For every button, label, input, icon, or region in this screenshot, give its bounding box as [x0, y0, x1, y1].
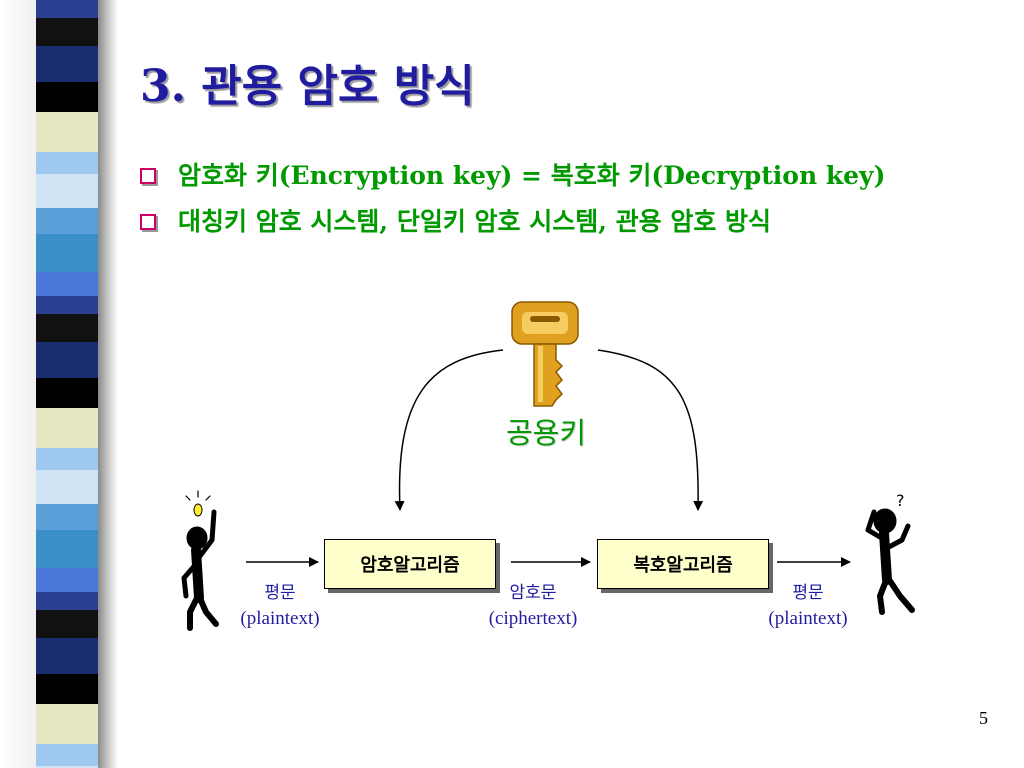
stripe-segment: [36, 530, 98, 568]
encrypt-algorithm-box: 암호알고리즘: [324, 539, 496, 589]
stripe-segment: [36, 638, 98, 674]
stripe-segment: [36, 378, 98, 408]
receiver-figure: [865, 508, 915, 615]
bullet-text: 암호화 키(Encryption key) = 복호화 키(Decryption…: [178, 161, 886, 190]
stripe-segment: [36, 342, 98, 378]
stripe-segment: [36, 208, 98, 234]
stripe-segment: [36, 112, 98, 152]
plaintext-en: (plaintext): [768, 608, 848, 629]
page-number: 5: [979, 708, 988, 728]
stripe-segment: [36, 0, 98, 18]
stripe-segment: [36, 568, 98, 592]
decrypt-algorithm-box: 복호알고리즘: [597, 539, 769, 589]
stripe-shadow: [98, 0, 118, 768]
stripe-segment: [36, 448, 98, 470]
bullet-text: 대칭키 암호 시스템, 단일키 암호 시스템, 관용 암호 방식: [178, 207, 772, 236]
stripe-segment: [36, 704, 98, 744]
decorative-stripe-bar: [36, 0, 98, 768]
stripe-segment: [36, 674, 98, 704]
plaintext-ko: 평문: [792, 583, 824, 603]
sender-figure: [181, 490, 219, 631]
stripe-segment: [36, 174, 98, 208]
question-mark-icon: ?: [896, 491, 905, 510]
ciphertext-en: (ciphertext): [488, 608, 578, 629]
slide-title: 3. 관용 암호 방식: [140, 61, 475, 112]
stripe-segment: [36, 592, 98, 610]
left-fade: [0, 0, 36, 768]
bullet-marker-icon: [140, 168, 156, 184]
lightbulb-icon: [185, 490, 211, 517]
stripe-segment: [36, 296, 98, 314]
key-to-encrypt-arrow: [394, 349, 504, 511]
key-icon: [511, 301, 579, 407]
stripe-segment: [36, 46, 98, 82]
plaintext-label-left: 평문 (plaintext): [200, 580, 360, 632]
stripe-segment: [36, 744, 98, 766]
stripe-segment: [36, 82, 98, 112]
key-to-decrypt-arrow: [597, 349, 704, 511]
stripe-segment: [36, 504, 98, 530]
stripe-segment: [36, 610, 98, 638]
stripe-segment: [36, 470, 98, 504]
stripe-segment: [36, 408, 98, 448]
plaintext-en: (plaintext): [240, 608, 320, 629]
stripe-segment: [36, 314, 98, 342]
ciphertext-label: 암호문 (ciphertext): [453, 580, 613, 632]
stripe-segment: [36, 18, 98, 46]
stripe-segment: [36, 234, 98, 272]
stripe-segment: [36, 766, 98, 768]
shared-key-label: 공용키: [505, 416, 587, 450]
ciphertext-ko: 암호문: [509, 583, 557, 603]
plaintext-ko: 평문: [264, 583, 296, 603]
bullet-marker-icon: [140, 214, 156, 230]
stripe-segment: [36, 152, 98, 174]
stripe-segment: [36, 272, 98, 296]
plaintext-label-right: 평문 (plaintext): [728, 580, 888, 632]
